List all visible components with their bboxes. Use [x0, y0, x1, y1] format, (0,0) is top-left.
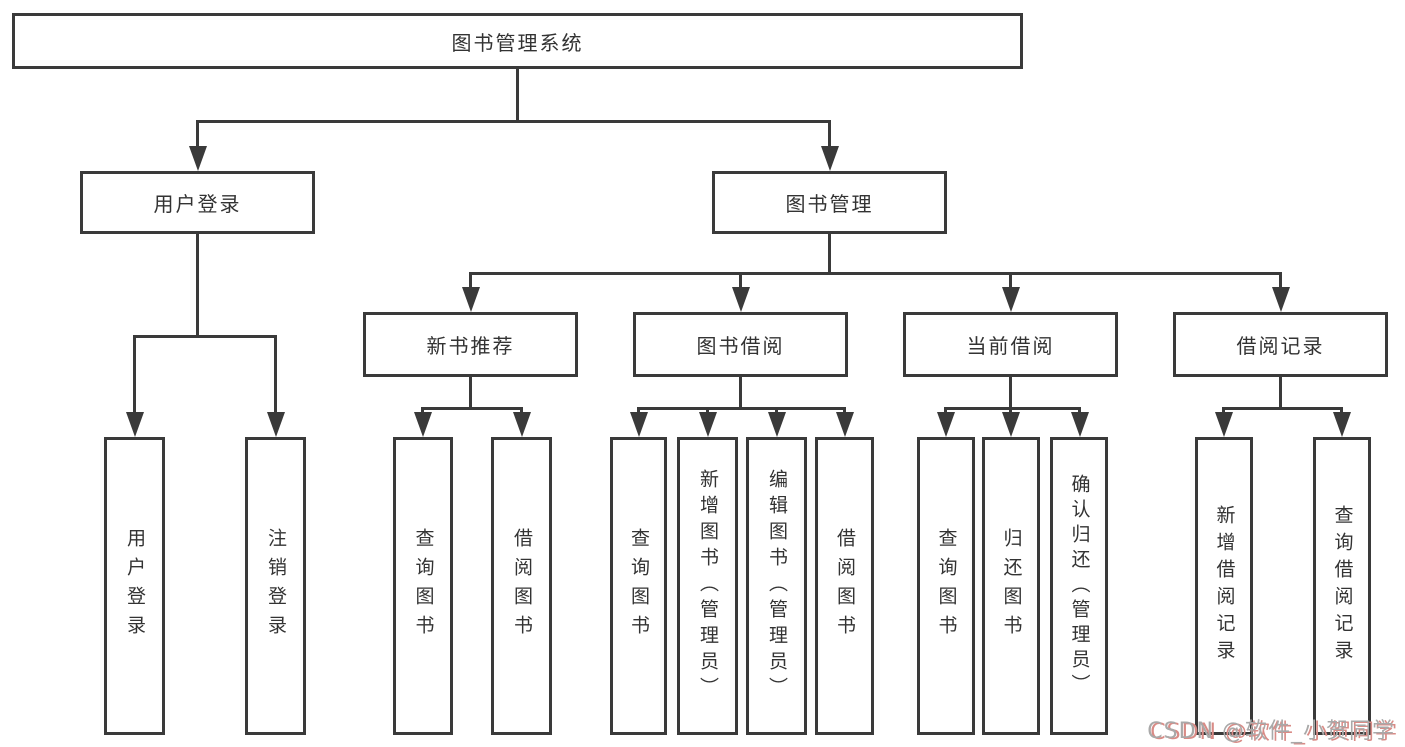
arrowhead-query2-icon [629, 412, 648, 437]
leaf-logout-label: 注销登录 [265, 528, 287, 644]
connector-drop-current-borrow [1009, 272, 1012, 290]
node-book-management-label: 图书管理 [785, 192, 874, 216]
leaf-query-book-2-label: 查询图书 [628, 528, 650, 644]
node-new-book-recommend: 新书推荐 [363, 312, 578, 377]
leaf-query-book-3: 查询图书 [917, 437, 975, 735]
leaf-query-book-1-label: 查询图书 [412, 528, 435, 644]
arrowhead-edit-book-icon [767, 412, 786, 437]
connector-drop-add-record [1222, 407, 1225, 415]
connector-drop-book-mgmt [828, 120, 831, 150]
leaf-add-book-admin-label: 新增图书（管理员） [697, 469, 719, 703]
connector-drop-leaf-logout [274, 335, 277, 415]
leaf-add-borrow-record: 新增借阅记录 [1195, 437, 1253, 735]
connector-book-mgmt-crossbar [469, 272, 1282, 275]
connector-drop-book-borrow [739, 272, 742, 290]
connector-book-mgmt-stem [828, 234, 831, 275]
leaf-borrow-book-2-label: 借阅图书 [834, 528, 856, 644]
node-user-login: 用户登录 [80, 171, 315, 234]
node-current-borrowing: 当前借阅 [903, 312, 1118, 377]
leaf-edit-book-admin: 编辑图书（管理员） [746, 437, 807, 735]
connector-drop-borrow1 [520, 407, 523, 415]
leaf-user-login-label: 用户登录 [124, 528, 146, 644]
leaf-borrow-book-2: 借阅图书 [815, 437, 874, 735]
arrowhead-query1-icon [414, 412, 432, 437]
leaf-confirm-return-admin-label: 确认归还（管理员） [1068, 473, 1091, 699]
leaf-confirm-return-admin: 确认归还（管理员） [1050, 437, 1108, 735]
node-current-borrowing-label: 当前借阅 [966, 334, 1055, 358]
connector-new-book-crossbar [421, 407, 523, 410]
node-user-login-label: 用户登录 [153, 192, 242, 216]
node-book-management: 图书管理 [712, 171, 947, 234]
arrowhead-query3-icon [937, 412, 955, 437]
leaf-query-borrow-record: 查询借阅记录 [1313, 437, 1371, 735]
leaf-user-login: 用户登录 [104, 437, 165, 735]
connector-book-borrow-crossbar [637, 407, 846, 410]
arrowhead-query-record-icon [1333, 412, 1351, 437]
node-root-label: 图书管理系统 [451, 30, 584, 55]
connector-drop-borrow-records [1279, 272, 1282, 290]
connector-new-book-stem [469, 377, 472, 410]
connector-drop-new-book [469, 272, 472, 290]
arrowhead-borrow1-icon [512, 412, 531, 437]
connector-drop-add-book [706, 407, 709, 415]
node-borrowing-records: 借阅记录 [1173, 312, 1388, 377]
leaf-return-book-label: 归还图书 [1000, 528, 1023, 644]
leaf-query-borrow-record-label: 查询借阅记录 [1331, 505, 1354, 667]
connector-book-borrow-stem [739, 377, 742, 410]
leaf-add-book-admin: 新增图书（管理员） [677, 437, 738, 735]
node-root-system: 图书管理系统 [12, 13, 1023, 69]
connector-drop-query3 [944, 407, 947, 415]
leaf-borrow-book-1: 借阅图书 [491, 437, 552, 735]
arrowhead-leaf-logout-icon [266, 412, 285, 437]
connector-user-login-crossbar [133, 335, 277, 338]
connector-drop-leaf-user-login [133, 335, 136, 415]
node-book-borrowing-label: 图书借阅 [696, 334, 785, 358]
leaf-edit-book-admin-label: 编辑图书（管理员） [766, 469, 788, 703]
arrowhead-current-borrow-icon [1001, 287, 1020, 312]
connector-drop-confirm-return [1078, 407, 1081, 415]
arrowhead-book-mgmt-icon [820, 146, 839, 171]
connector-drop-borrow2 [843, 407, 846, 415]
connector-drop-query-record [1340, 407, 1343, 415]
connector-current-borrow-crossbar [944, 407, 1081, 410]
connector-drop-query1 [421, 407, 424, 415]
arrowhead-add-book-icon [698, 412, 717, 437]
connector-user-login-stem [196, 234, 199, 338]
leaf-query-book-1: 查询图书 [393, 437, 453, 735]
connector-borrow-records-stem [1279, 377, 1282, 410]
arrowhead-borrow-records-icon [1271, 287, 1290, 312]
arrowhead-new-book-icon [461, 287, 480, 312]
arrowhead-user-login-icon [188, 146, 207, 171]
arrowhead-book-borrow-icon [731, 287, 750, 312]
leaf-return-book: 归还图书 [982, 437, 1040, 735]
node-borrowing-records-label: 借阅记录 [1236, 334, 1325, 358]
arrowhead-return-book-icon [1002, 412, 1020, 437]
arrowhead-add-record-icon [1215, 412, 1233, 437]
connector-current-borrow-stem [1009, 377, 1012, 410]
arrowhead-confirm-return-icon [1070, 412, 1089, 437]
arrowhead-leaf-user-login-icon [125, 412, 144, 437]
arrowhead-borrow2-icon [835, 412, 854, 437]
connector-drop-edit-book [775, 407, 778, 415]
connector-drop-user-login [196, 120, 199, 150]
connector-drop-query2 [637, 407, 640, 415]
leaf-add-borrow-record-label: 新增借阅记录 [1213, 505, 1236, 667]
connector-root-crossbar [196, 120, 831, 123]
leaf-borrow-book-1-label: 借阅图书 [511, 528, 533, 644]
leaf-logout: 注销登录 [245, 437, 306, 735]
leaf-query-book-3-label: 查询图书 [935, 528, 958, 644]
connector-borrow-records-crossbar [1222, 407, 1343, 410]
node-book-borrowing: 图书借阅 [633, 312, 848, 377]
leaf-query-book-2: 查询图书 [610, 437, 667, 735]
node-new-book-recommend-label: 新书推荐 [426, 334, 515, 358]
connector-root-stem [516, 68, 519, 123]
csdn-watermark: CSDN @软件_小贺同学 [1147, 719, 1395, 744]
connector-drop-return-book [1009, 407, 1012, 415]
